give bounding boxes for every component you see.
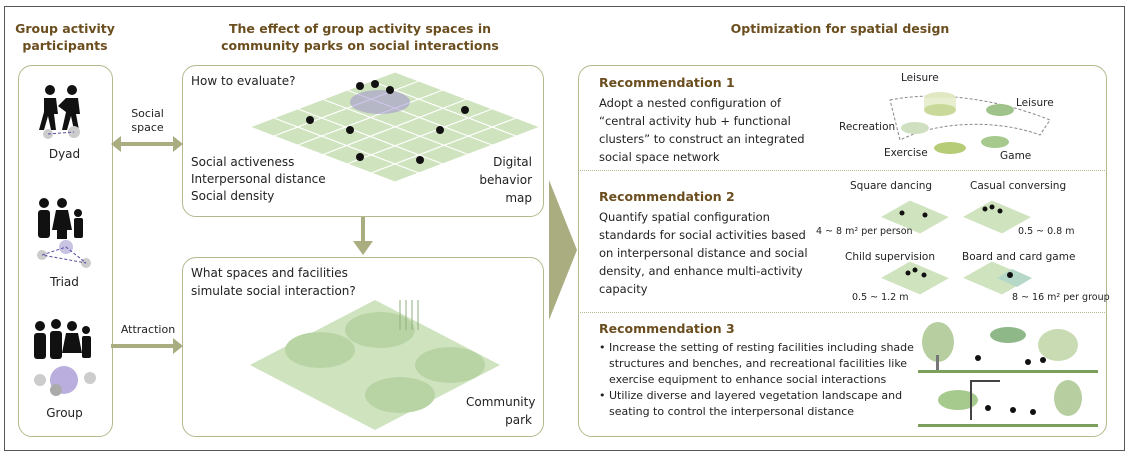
header-optimization: Optimization for spatial design [730, 21, 950, 36]
bullet-item: • Utilize diverse and layered vegetation… [599, 389, 903, 418]
outer-frame [4, 6, 1125, 451]
bullet-text: Utilize diverse and layered vegetation l… [609, 389, 903, 418]
divider [580, 170, 1105, 171]
metric-interpersonal-distance: Interpersonal distance [191, 172, 326, 186]
label-game: Game [1000, 150, 1032, 162]
recommendation-3-bullets: • Increase the setting of resting facili… [599, 340, 914, 420]
spaces-question: What spaces and facilities simulate soci… [191, 266, 356, 298]
down-arrow-icon [353, 217, 373, 255]
standard-board-card-game: 8 ~ 16 m² per group [1012, 292, 1110, 303]
digital-behavior-map-label: Digital behavior map [479, 155, 532, 205]
triad-icon [37, 198, 91, 268]
header-participants: Group activity participants [15, 21, 115, 53]
nested-configuration-diagram [889, 92, 1051, 154]
participant-group: Group [46, 406, 83, 420]
label-leisure-right: Leisure [1016, 97, 1054, 109]
attraction-label: Attraction [120, 323, 176, 336]
group-icon [34, 319, 96, 396]
community-park-illustration [250, 300, 500, 430]
social-space-label: Social space [131, 107, 164, 134]
standard-child-supervision: 0.5 ~ 1.2 m [852, 292, 909, 303]
landscape-illustrations [918, 322, 1098, 427]
divider [580, 312, 1105, 313]
header-effect: The effect of group activity spaces in c… [221, 21, 499, 53]
chevron-arrow-icon [549, 180, 577, 320]
recommendation-1-title: Recommendation 1 [599, 75, 735, 90]
activity-grids [880, 199, 1034, 295]
dyad-icon [39, 85, 80, 139]
recommendation-1-text: Adopt a nested configuration of “central… [599, 96, 805, 164]
participant-triad: Triad [50, 275, 79, 289]
activity-board-card-game: Board and card game [962, 251, 1076, 263]
right-arrow-icon [111, 338, 183, 354]
label-leisure-top: Leisure [901, 72, 939, 84]
metric-social-density: Social density [191, 189, 275, 203]
label-recreation: Recreation [839, 121, 896, 133]
community-park-label: Community park [466, 395, 536, 427]
metric-social-activeness: Social activeness [191, 155, 295, 169]
label-exercise: Exercise [884, 147, 928, 159]
recommendation-3-title: Recommendation 3 [599, 321, 735, 336]
bullet-item: • Increase the setting of resting facili… [599, 341, 914, 386]
behavior-map-grid [250, 72, 540, 182]
bullet-text: Increase the setting of resting faciliti… [609, 341, 914, 386]
standard-casual-conversing: 0.5 ~ 0.8 m [1018, 226, 1075, 237]
recommendation-2-title: Recommendation 2 [599, 189, 735, 204]
activity-casual-conversing: Casual conversing [970, 180, 1067, 192]
recommendation-2-text: Quantify spatial configuration standards… [599, 210, 808, 296]
participant-dyad: Dyad [48, 147, 81, 161]
optimization-box [578, 65, 1107, 437]
double-arrow-icon [111, 136, 183, 152]
activity-square-dancing: Square dancing [850, 180, 933, 192]
activity-child-supervision: Child supervision [845, 251, 935, 263]
standard-square-dancing: 4 ~ 8 m² per person [816, 226, 913, 237]
evaluate-question: How to evaluate? [191, 74, 296, 88]
